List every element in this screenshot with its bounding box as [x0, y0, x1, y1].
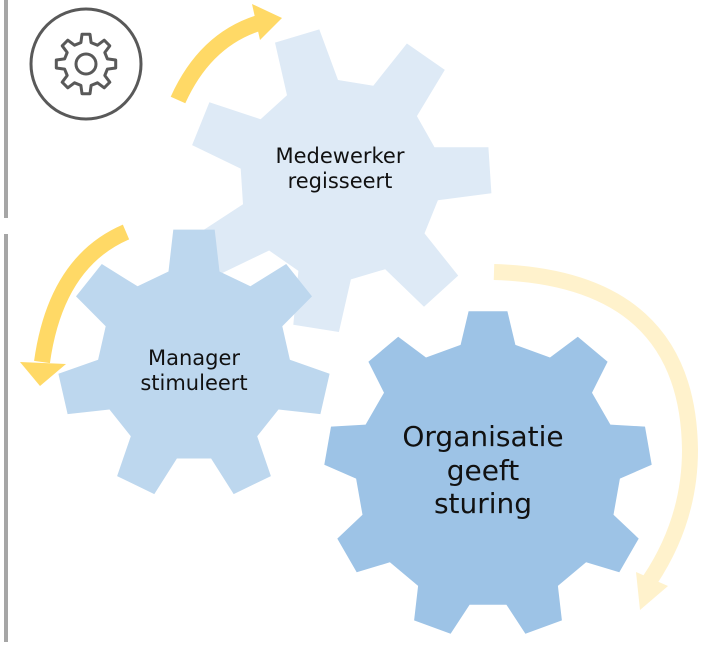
gear-label-line: geeft [446, 453, 520, 487]
gear-label-organisatie: Organisatie geeft sturing [378, 420, 588, 521]
gear-label-line: Organisatie [402, 420, 564, 453]
gear-label-line: Medewerker [275, 144, 405, 168]
left-divider-top [4, 0, 8, 218]
gear-label-line: sturing [433, 487, 533, 521]
gear-label-line: regisseert [287, 169, 393, 194]
arrow-left [20, 224, 130, 386]
arrow-top [170, 4, 282, 104]
gear-icon [29, 7, 143, 121]
gear-medewerker [192, 29, 492, 333]
gear-label-line: Manager [147, 346, 241, 370]
gear-label-line: stimuleert [140, 371, 248, 396]
gear-label-medewerker: Medewerker regisseert [240, 144, 440, 194]
gear-label-manager: Manager stimuleert [104, 346, 284, 396]
left-divider-bottom [4, 234, 8, 642]
gear-manager [58, 229, 330, 495]
gear-organisatie [324, 311, 652, 634]
arrow-right [493, 264, 699, 610]
